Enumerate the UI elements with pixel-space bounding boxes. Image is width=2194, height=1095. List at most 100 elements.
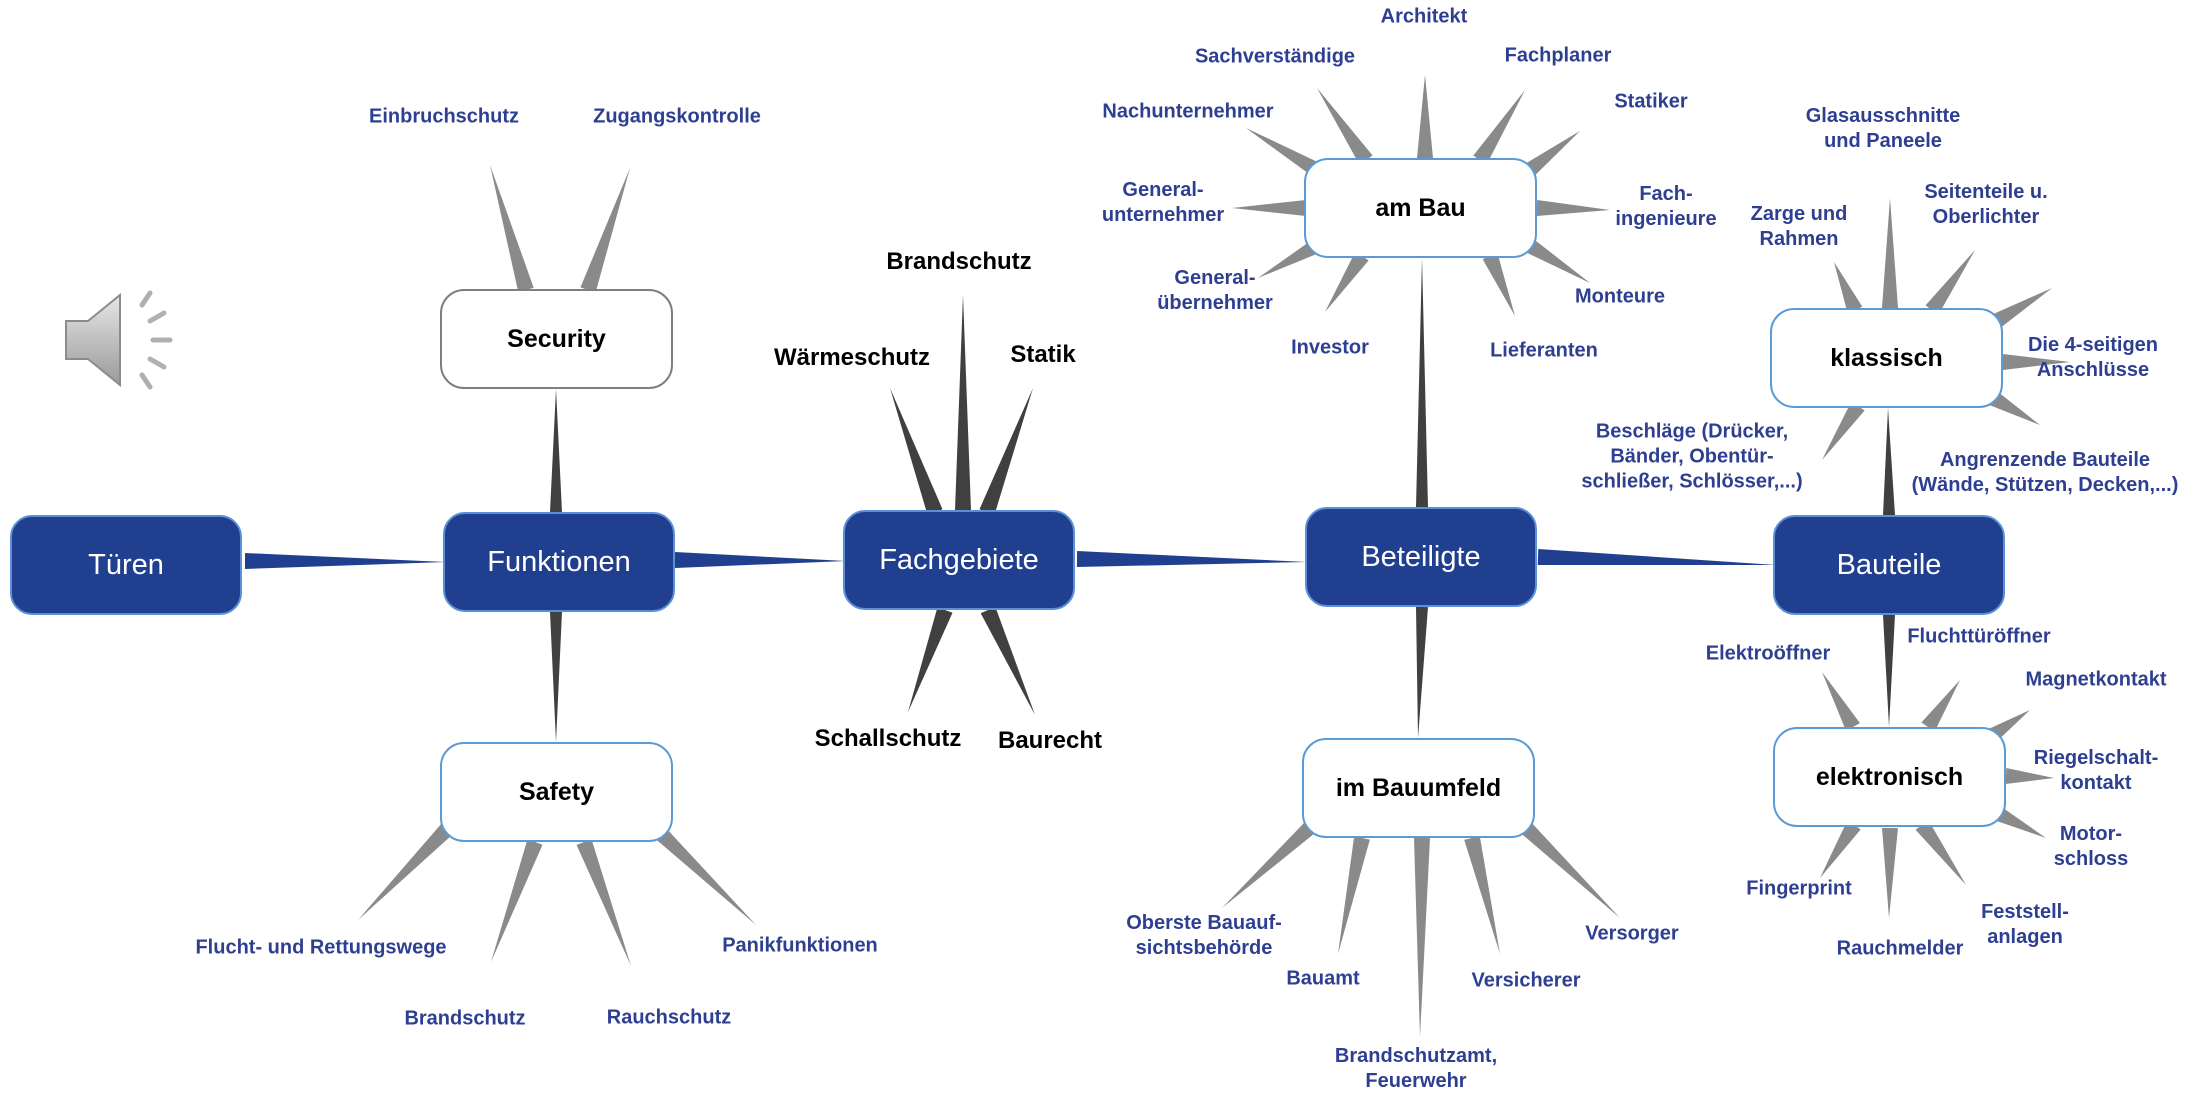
connector-funktionen-safety — [550, 612, 562, 742]
label-versicherer: Versicherer — [1471, 969, 1581, 992]
spike-8 — [1473, 90, 1525, 165]
connector-beteiligte-bauteile — [1537, 549, 1776, 565]
label-magnetkontakt: Magnetkontakt — [2025, 668, 2167, 691]
node-security[interactable]: Security — [440, 289, 673, 389]
node-klassisch[interactable]: klassisch — [1770, 308, 2003, 408]
label-generalunternehmer: General- unternehmer — [1101, 179, 1225, 226]
spike-fach-1 — [890, 388, 943, 515]
label-die-4-seitigen-anschluesse: Die 4-seitigen Anschlüsse — [2027, 334, 2159, 381]
spike-21 — [1514, 816, 1620, 918]
connector-bauteile-klassisch — [1883, 408, 1895, 516]
label-zarge-und-rahmen: Zarge und Rahmen — [1750, 203, 1848, 250]
speaker-icon[interactable] — [60, 285, 180, 395]
node-im-bauumfeld[interactable]: im Bauumfeld — [1302, 738, 1535, 838]
spike-fach-4 — [980, 606, 1035, 715]
spike-15 — [1325, 251, 1369, 312]
node-beteiligte[interactable]: Beteiligte — [1305, 507, 1537, 607]
label-einbruchschutz: Einbruchschutz — [368, 105, 520, 128]
label-glasausschnitte-und-paneele: Glasausschnitte und Paneele — [1805, 105, 1961, 152]
label-fluchttueroeffner: Fluchttüröffner — [1907, 625, 2051, 648]
label-seitenteile-u-oberlichter: Seitenteile u. Oberlichter — [1924, 181, 2048, 228]
label-statiker: Statiker — [1614, 90, 1688, 113]
label-brandschutz-fach: Brandschutz — [886, 248, 1032, 275]
label-schallschutz: Schallschutz — [814, 725, 962, 752]
connector-fachgebiete-beteiligte — [1076, 551, 1307, 567]
label-sachverstaendige: Sachverständige — [1194, 45, 1356, 68]
spike-9 — [1246, 128, 1325, 179]
connector-beteiligte-im-bauumfeld — [1416, 606, 1428, 738]
spike-34 — [1915, 820, 1966, 885]
spike-12 — [1536, 200, 1610, 216]
spike-5 — [649, 822, 756, 925]
label-lieferanten: Lieferanten — [1490, 339, 1598, 362]
spike-36 — [1820, 820, 1861, 878]
spike-20 — [1464, 836, 1500, 954]
spike-fach-0 — [955, 295, 971, 510]
node-funktionen[interactable]: Funktionen — [443, 512, 675, 612]
spike-14 — [1522, 237, 1590, 283]
node-fachgebiete[interactable]: Fachgebiete — [843, 510, 1075, 610]
label-fachplaner: Fachplaner — [1504, 44, 1612, 67]
label-riegelschaltkontakt: Riegelschalt- kontakt — [2033, 747, 2159, 794]
label-feststellanlagen: Feststell- anlagen — [1981, 901, 2069, 948]
label-oberste-bauaufsichtsbehoerde: Oberste Bauauf- sichtsbehörde — [1126, 912, 1282, 959]
spike-7 — [1317, 88, 1373, 165]
spike-4 — [576, 839, 631, 966]
spike-fach-2 — [979, 388, 1033, 515]
label-architekt: Architekt — [1380, 5, 1468, 28]
spike-16 — [1482, 252, 1515, 316]
label-panikfunktionen: Panikfunktionen — [722, 934, 878, 957]
spike-30 — [1921, 680, 1960, 732]
connector-tueren-funktionen — [244, 553, 446, 569]
label-motorschloss: Motor- schloss — [2053, 823, 2129, 870]
label-elektrooeffner: Elektroöffner — [1705, 642, 1831, 665]
connector-beteiligte-am-bau — [1416, 258, 1428, 507]
connector-funktionen-fachgebiete — [674, 552, 846, 568]
spike-18 — [1338, 836, 1370, 954]
label-angrenzende-bauteile: Angrenzende Bauteile (Wände, Stützen, De… — [1911, 449, 2179, 496]
label-fingerprint: Fingerprint — [1746, 877, 1852, 900]
label-rauchmelder: Rauchmelder — [1836, 937, 1964, 960]
node-am-bau[interactable]: am Bau — [1304, 158, 1537, 258]
label-zugangskontrolle: Zugangskontrolle — [593, 105, 761, 128]
spike-25 — [1990, 288, 2052, 329]
spike-17 — [1222, 816, 1322, 908]
label-investor: Investor — [1291, 336, 1369, 359]
label-waermeschutz: Wärmeschutz — [773, 344, 931, 371]
spike-23 — [1834, 262, 1863, 314]
connector-bauteile-elektronisch — [1883, 615, 1895, 727]
node-safety[interactable]: Safety — [440, 742, 673, 842]
spike-1 — [580, 168, 630, 293]
spike-10 — [1522, 131, 1580, 179]
spike-6 — [1417, 75, 1433, 158]
spike-33 — [1991, 804, 2046, 838]
label-generaluebernehmer: General- übernehmer — [1157, 267, 1273, 314]
spike-27 — [1989, 391, 2040, 425]
label-brandschutz-safety: Brandschutz — [404, 1007, 526, 1030]
spike-26 — [2003, 354, 2070, 370]
node-tueren[interactable]: Türen — [10, 515, 242, 615]
spike-22 — [1882, 198, 1898, 308]
spike-fach-3 — [908, 607, 953, 712]
connector-funktionen-security — [550, 389, 562, 512]
node-bauteile[interactable]: Bauteile — [1773, 515, 2005, 615]
spike-19 — [1414, 837, 1430, 1037]
label-brandschutzamt-feuerwehr: Brandschutzamt, Feuerwehr — [1334, 1045, 1498, 1092]
label-versorger: Versorger — [1585, 922, 1679, 945]
spike-29 — [1822, 672, 1860, 731]
node-elektronisch[interactable]: elektronisch — [1773, 727, 2006, 827]
spike-3 — [491, 839, 543, 962]
label-monteure: Monteure — [1575, 285, 1665, 308]
spike-32 — [2005, 768, 2054, 784]
spike-0 — [490, 165, 534, 293]
label-flucht-und-rettungswege: Flucht- und Rettungswege — [195, 936, 447, 959]
label-bauamt: Bauamt — [1286, 967, 1360, 990]
spike-2 — [358, 820, 456, 920]
label-beschlaege: Beschläge (Drücker, Bänder, Obentür- sch… — [1581, 420, 1803, 493]
spike-35 — [1882, 827, 1898, 918]
label-nachunternehmer: Nachunternehmer — [1102, 100, 1274, 123]
spike-11 — [1232, 200, 1306, 216]
label-rauchschutz: Rauchschutz — [606, 1006, 732, 1029]
